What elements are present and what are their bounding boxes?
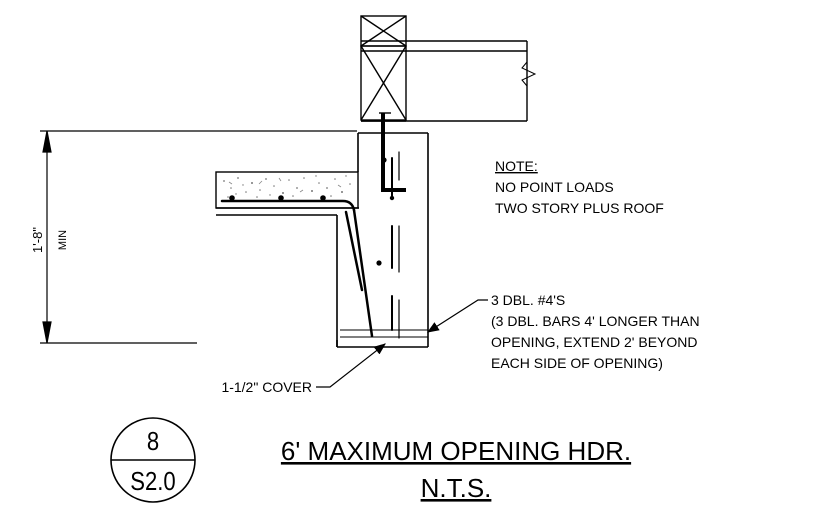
cover-callout: 1-1/2" COVER (221, 379, 312, 395)
wall-framing (360, 15, 407, 121)
reinforcing-bars (220, 151, 400, 339)
detail-tag: 8 S2.0 (110, 417, 196, 503)
rebar-callout-line-1: (3 DBL. BARS 4' LONGER THAN (491, 313, 700, 329)
floor-joist (361, 40, 537, 122)
detail-sheet: S2.0 (130, 467, 175, 496)
cover-leader-line (316, 343, 386, 388)
detail-scale: N.T.S. (421, 473, 492, 503)
detail-number: 8 (147, 427, 159, 456)
note-line-1: NO POINT LOADS (495, 179, 614, 195)
dimension-qualifier: MIN (57, 230, 69, 250)
concrete-slab (215, 171, 359, 216)
rebar-callout-line-3: EACH SIDE OF OPENING) (491, 355, 663, 371)
note-line-2: TWO STORY PLUS ROOF (495, 200, 664, 216)
rebar-callout-title: 3 DBL. #4'S (491, 292, 565, 308)
detail-title: 6' MAXIMUM OPENING HDR. (281, 436, 631, 466)
rebar-dots (229, 157, 395, 266)
vertical-dimension (40, 130, 357, 344)
note-heading: NOTE: (495, 158, 538, 174)
rebar-callout-line-2: OPENING, EXTEND 2' BEYOND (491, 334, 698, 350)
sill-plate-anchor (358, 112, 428, 192)
rebar-leader-line (426, 299, 488, 333)
dimension-value: 1'-8" (30, 227, 45, 253)
